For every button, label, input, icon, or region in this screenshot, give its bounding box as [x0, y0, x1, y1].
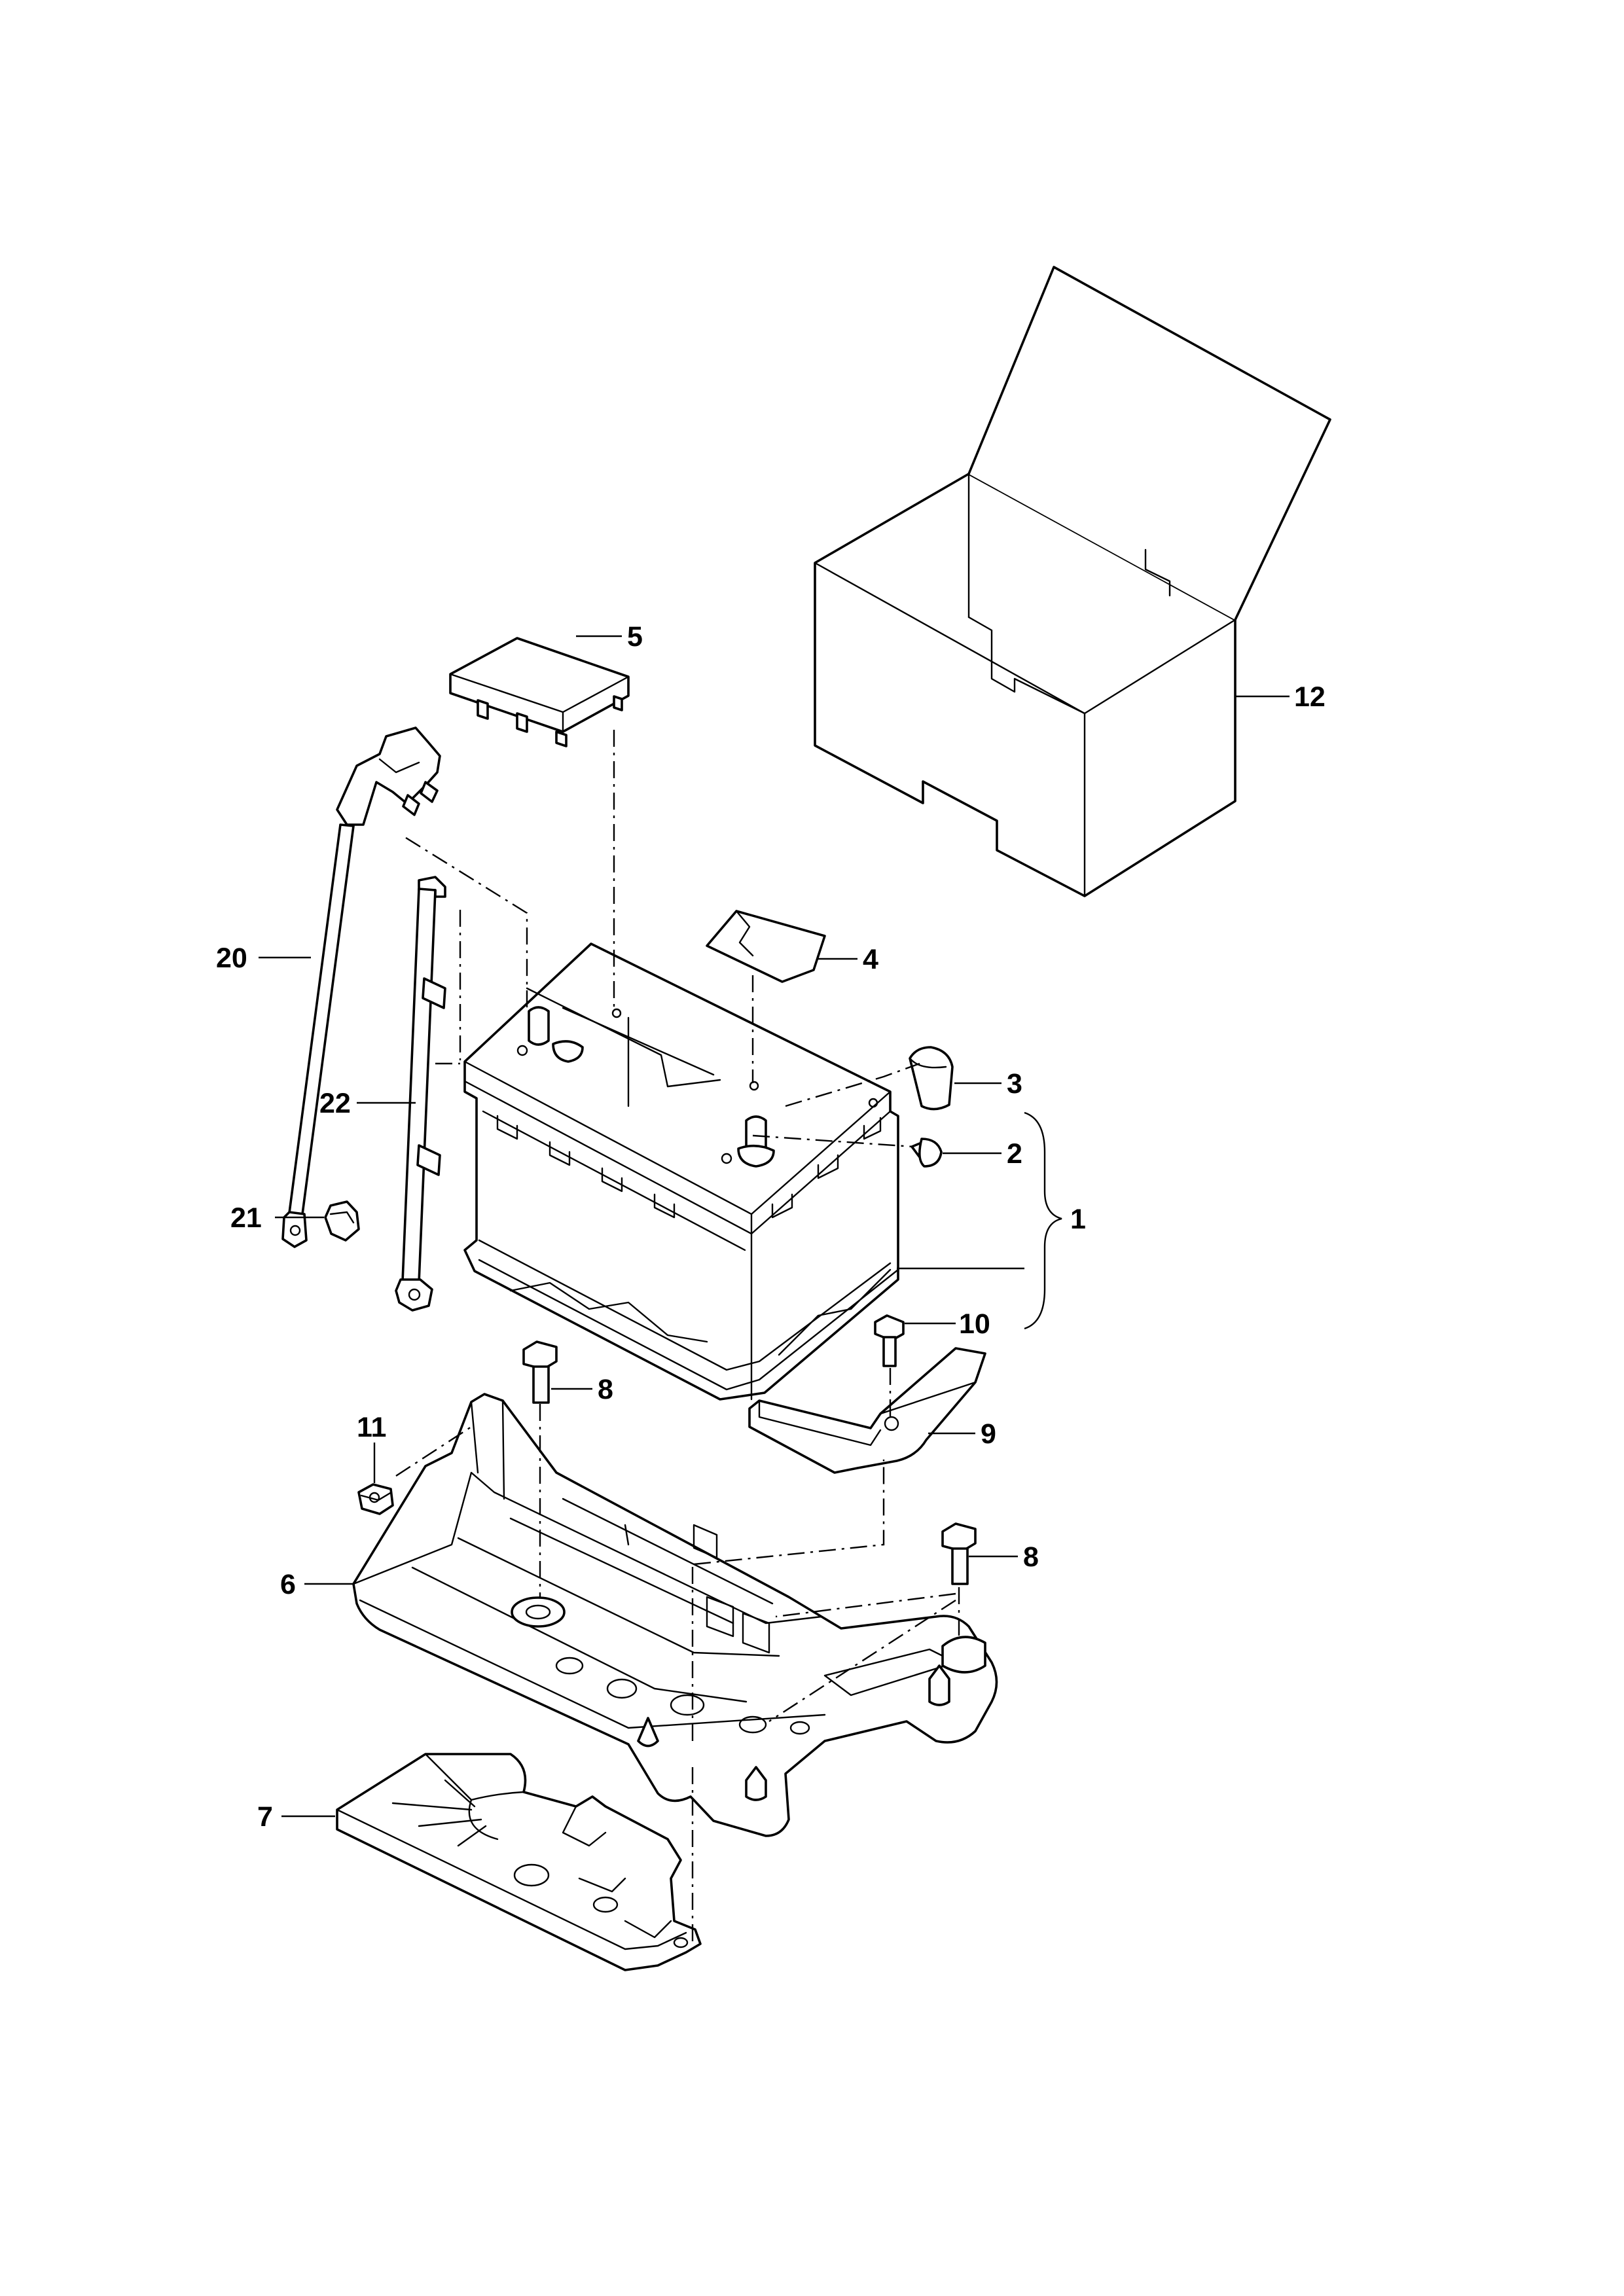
- callout-3: 3: [1007, 1068, 1022, 1100]
- part-8-bolt-right: [941, 1522, 1018, 1585]
- callout-9: 9: [981, 1418, 996, 1450]
- callout-11: 11: [357, 1412, 386, 1443]
- part-1-battery: [463, 942, 1062, 1401]
- callout-8-right: 8: [1023, 1541, 1039, 1573]
- part-3-terminal-cap: [909, 1046, 1001, 1111]
- part-22-vent-hose: [357, 876, 446, 1312]
- callout-1: 1: [1070, 1204, 1086, 1235]
- part-6-battery-tray: [304, 1393, 998, 1837]
- callout-6: 6: [280, 1569, 296, 1600]
- part-12-battery-box: [814, 266, 1331, 897]
- part-8-bolt-left: [522, 1340, 592, 1404]
- callout-10: 10: [959, 1308, 990, 1340]
- callout-20: 20: [216, 942, 247, 974]
- part-11-nut: [357, 1443, 394, 1515]
- callout-5: 5: [627, 621, 643, 653]
- part-20-battery-cable: [259, 726, 441, 1248]
- part-9-clamping-piece: [748, 1347, 986, 1474]
- callout-labels: 1 2 3 4 5 6 7 8 8 9 10 11 12 20 21 22: [216, 621, 1326, 1833]
- callout-12: 12: [1294, 681, 1326, 713]
- callout-22: 22: [319, 1088, 351, 1119]
- part-7-cover-plate: [281, 1753, 702, 1971]
- callout-4: 4: [863, 944, 878, 975]
- part-10-bolt: [874, 1314, 956, 1367]
- part-21-nut: [275, 1200, 360, 1242]
- alignment-lines: [395, 730, 960, 1947]
- callout-21: 21: [230, 1202, 262, 1234]
- part-2-plug: [911, 1138, 1001, 1168]
- callout-2: 2: [1007, 1138, 1022, 1170]
- callout-7: 7: [257, 1801, 273, 1833]
- callout-8-left: 8: [598, 1374, 613, 1405]
- part-4-cover-sheet: [706, 910, 857, 983]
- part-5-terminal-cover: [449, 635, 630, 747]
